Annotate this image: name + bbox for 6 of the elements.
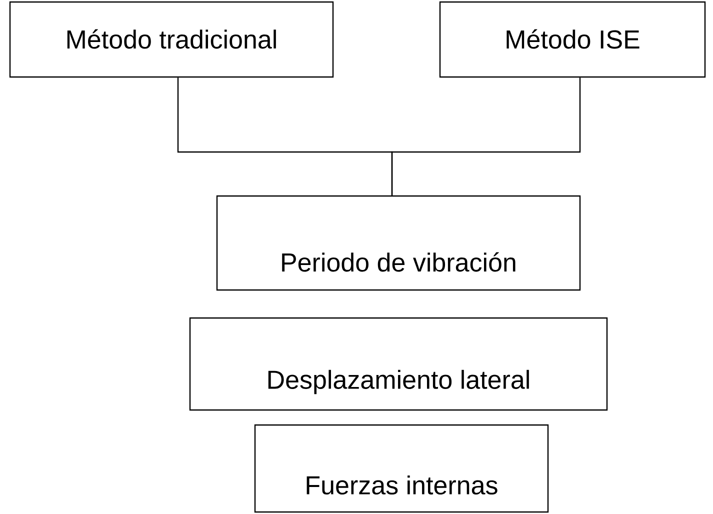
process-box: Método ISE: [439, 1, 706, 78]
process-box: Método tradicional: [9, 1, 334, 78]
process-box: Fuerzas internas: [254, 424, 549, 513]
process-box: Periodo de vibración: [216, 195, 581, 291]
connector-line: [391, 78, 581, 196]
process-box: Desplazamiento lateral: [189, 317, 608, 411]
